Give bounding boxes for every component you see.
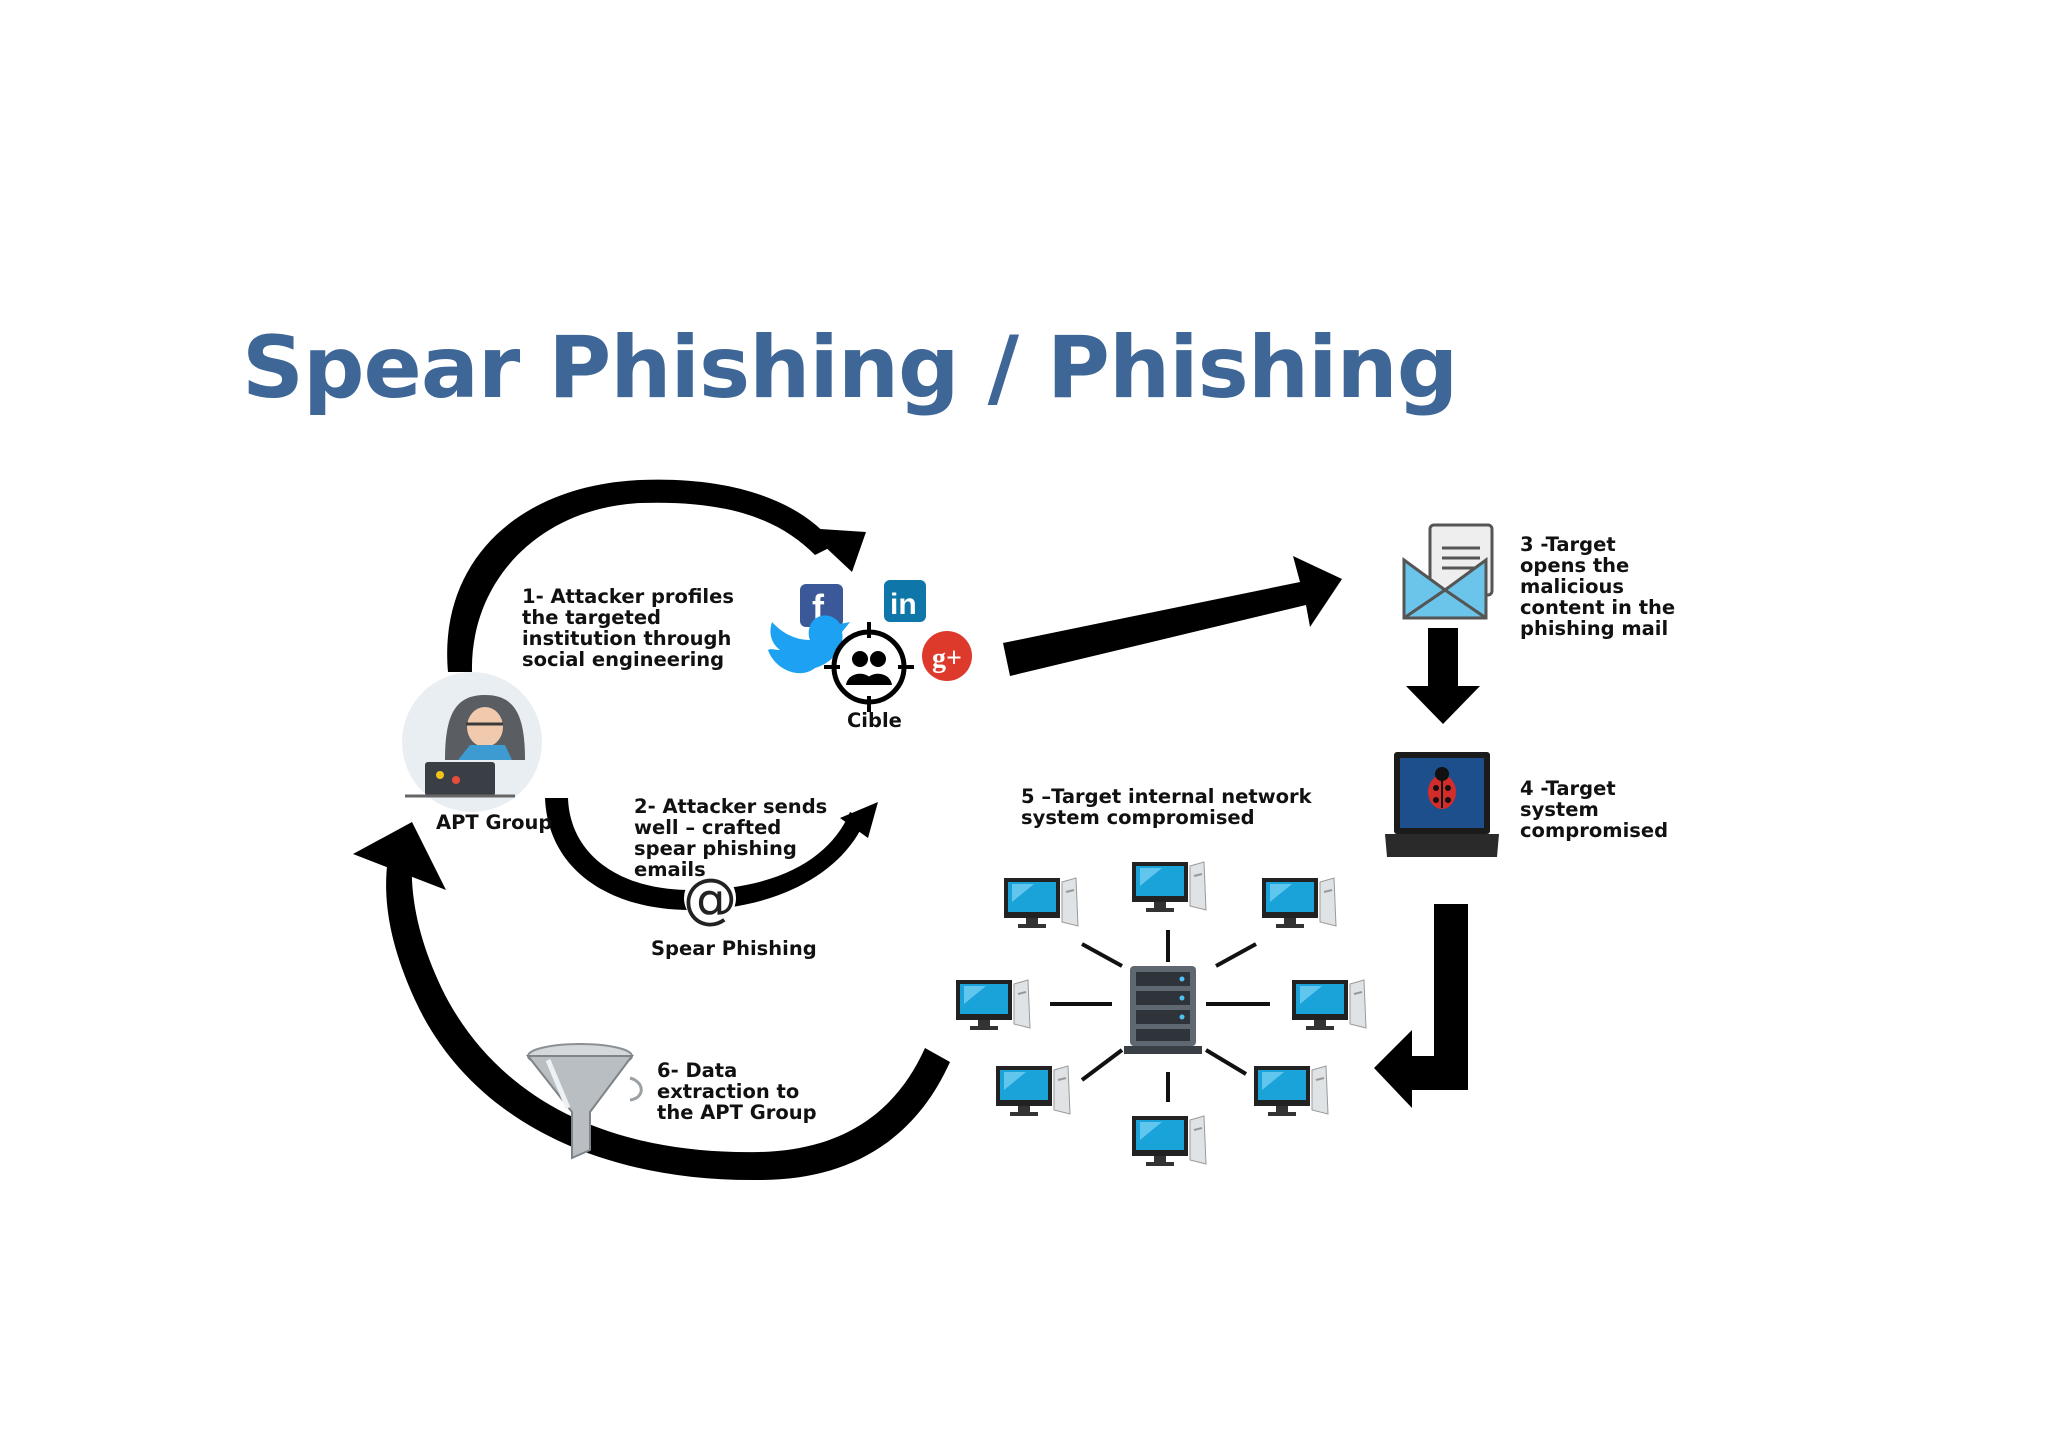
step-6-label: 6- Data extraction to the APT Group	[657, 1059, 817, 1124]
arrow-profile-arc	[447, 479, 835, 672]
envelope-letter-icon	[1402, 523, 1494, 620]
cible-label: Cible	[847, 709, 902, 732]
desktop-computer-icon	[995, 1065, 1071, 1117]
at-email-icon: @	[683, 867, 737, 930]
apt-group-label: APT Group	[436, 811, 553, 834]
desktop-computer-icon	[1261, 877, 1337, 929]
step-3-label: 3 -Target opens the malicious content in…	[1520, 533, 1676, 640]
desktop-computer-icon	[955, 979, 1031, 1031]
arrow-deliver	[1003, 556, 1342, 676]
desktop-computer-icon	[1291, 979, 1367, 1031]
step-4-label: 4 -Target system compromised	[1520, 777, 1669, 842]
arrow-profile-head	[805, 528, 866, 572]
slide-title: Spear Phishing / Phishing	[242, 318, 1458, 418]
spear-phishing-label: Spear Phishing	[651, 937, 817, 960]
arrow-compromise-to-network	[1374, 904, 1468, 1108]
target-crosshair-icon	[824, 622, 914, 712]
step-1-label: 1- Attacker profiles the targeted instit…	[522, 585, 734, 671]
at-symbol: @	[683, 867, 737, 930]
funnel-icon	[525, 1043, 643, 1160]
arrow-email-head	[840, 802, 878, 838]
arrow-email-arc	[545, 798, 865, 910]
google-plus-text: g+	[932, 643, 962, 674]
desktop-computer-icon	[1003, 877, 1079, 929]
step-5-label: 5 –Target internal network system compro…	[1021, 785, 1312, 829]
laptop-ladybug-icon	[1385, 752, 1499, 857]
arrow-exfiltration-head	[353, 822, 446, 890]
desktop-computer-icon	[1131, 1115, 1207, 1167]
desktop-computer-icon	[1131, 861, 1207, 913]
desktop-computer-icon	[1253, 1065, 1329, 1117]
linkedin-icon: in	[884, 580, 926, 622]
arrow-open-to-compromise	[1406, 628, 1480, 724]
server-rack-icon	[1124, 966, 1202, 1054]
svg-text:in: in	[890, 588, 917, 621]
twitter-icon	[768, 615, 850, 674]
step-2-label: 2- Attacker sends well – crafted spear p…	[634, 795, 828, 881]
google-plus-icon: g+	[922, 631, 972, 681]
arrow-exfiltration-arc	[386, 858, 950, 1181]
hacker-with-laptop-icon	[402, 672, 542, 812]
network-links	[1050, 930, 1270, 1102]
